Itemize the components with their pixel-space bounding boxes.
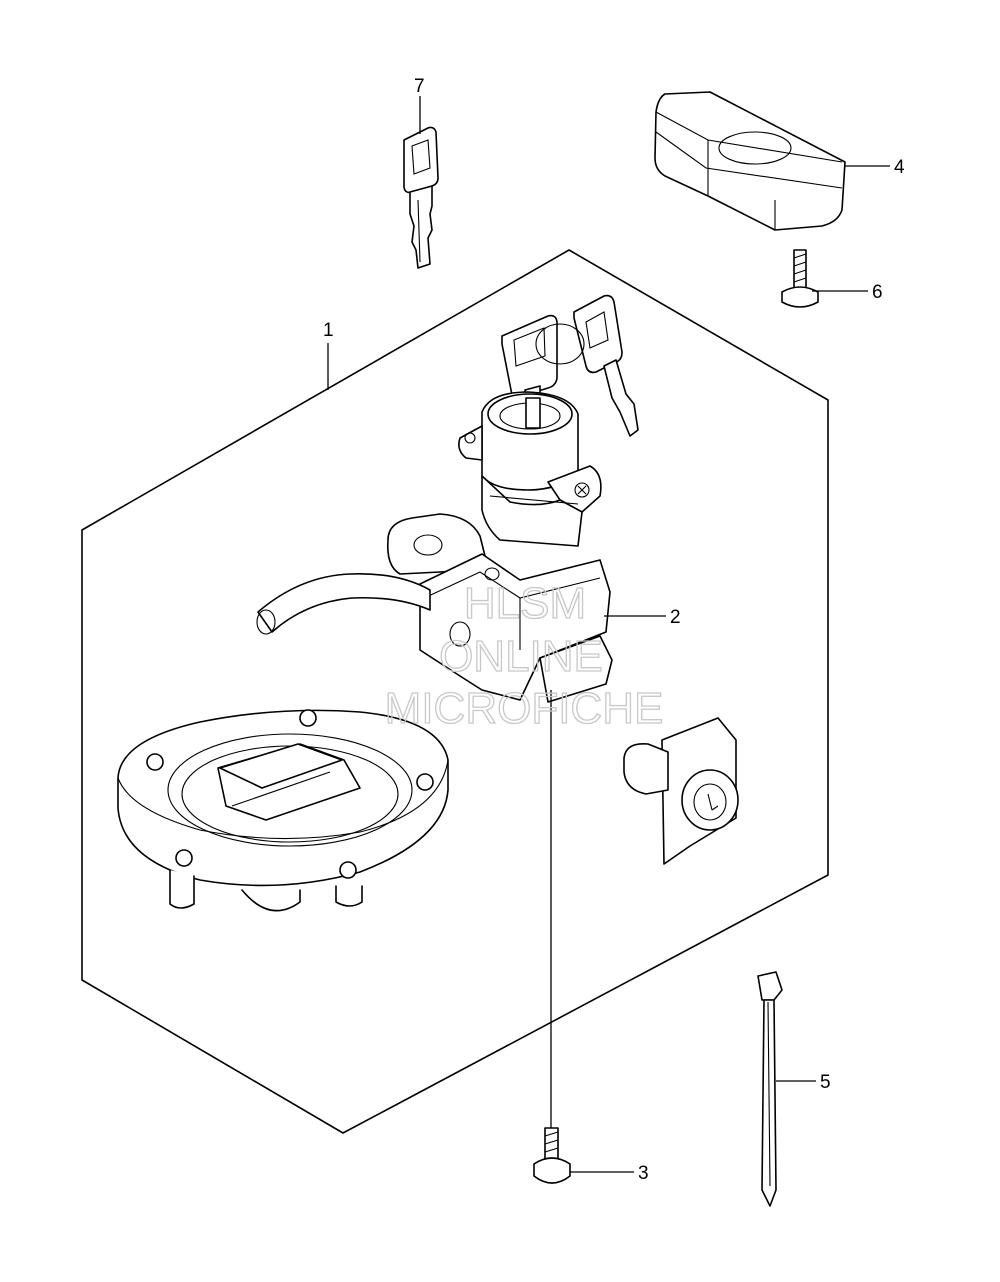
cable-tie-5[interactable]	[757, 971, 783, 1207]
screw-6[interactable]	[781, 249, 819, 308]
ignition-switch-2[interactable]	[256, 294, 639, 703]
callout-4: 4	[894, 157, 905, 178]
callout-1: 1	[323, 320, 334, 341]
screw-3[interactable]	[533, 1127, 571, 1184]
kit-outline	[81, 249, 829, 1134]
callout-5: 5	[820, 1072, 831, 1093]
cover-cap-4[interactable]	[654, 91, 846, 231]
fuel-cap[interactable]	[117, 709, 449, 912]
watermark-line-1: HLSM	[464, 579, 586, 628]
callout-6: 6	[872, 282, 883, 303]
callout-7: 7	[414, 76, 425, 97]
watermark-line-2: ONLINE	[439, 632, 603, 681]
callout-3: 3	[638, 1163, 649, 1184]
seat-lock[interactable]	[623, 717, 739, 865]
spare-key-7[interactable]	[403, 126, 439, 269]
watermark-line-3: MICROFICHE	[385, 684, 664, 733]
callout-2: 2	[670, 607, 681, 628]
